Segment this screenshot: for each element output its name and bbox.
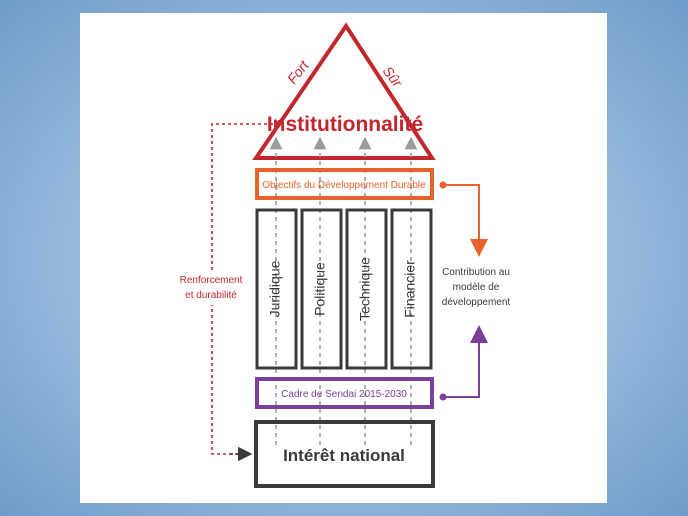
sdg-contribution-arrow: [443, 184, 488, 257]
pillar-juridique: [255, 208, 298, 370]
pillar-label-politique: Politique: [312, 262, 328, 316]
pillars: Juridique Politique Technique Financier: [255, 208, 433, 370]
institution-house-diagram: Fort Sûr Institutionnalité Objectifs du …: [172, 22, 511, 488]
left-note-line1: Renforcement: [180, 275, 243, 286]
pillar-label-technique: Technique: [357, 257, 373, 321]
pillar-technique: [345, 208, 388, 370]
pillar-politique: [300, 208, 343, 370]
pillar-label-juridique: Juridique: [267, 260, 283, 317]
pillar-label-financier: Financier: [402, 260, 418, 318]
right-note-line3: développement: [442, 297, 511, 308]
sendai-bar-label: Cadre de Sendai 2015-2030: [281, 389, 407, 400]
left-note-bg: [172, 271, 254, 305]
sdg-bar: [255, 168, 434, 200]
left-note-line2: et durabilité: [185, 290, 237, 301]
diagram-panel: Fort Sûr Institutionnalité Objectifs du …: [80, 13, 607, 503]
foundation-block: [254, 420, 435, 488]
roof-triangle: [252, 22, 436, 160]
right-note-line2: modèle de: [453, 282, 500, 293]
right-note-line1: Contribution au: [442, 267, 510, 278]
pillar-financier: [390, 208, 433, 370]
sdg-bar-label: Objectifs du Développement Durable: [262, 180, 426, 191]
sendai-bar: [255, 377, 434, 409]
foundation-label: Intérêt national: [283, 446, 405, 465]
roof-title: Institutionnalité: [267, 113, 423, 136]
sendai-contribution-arrow: [443, 325, 488, 398]
flow-arrows: [269, 136, 418, 445]
left-feedback-arrow: [211, 123, 273, 455]
